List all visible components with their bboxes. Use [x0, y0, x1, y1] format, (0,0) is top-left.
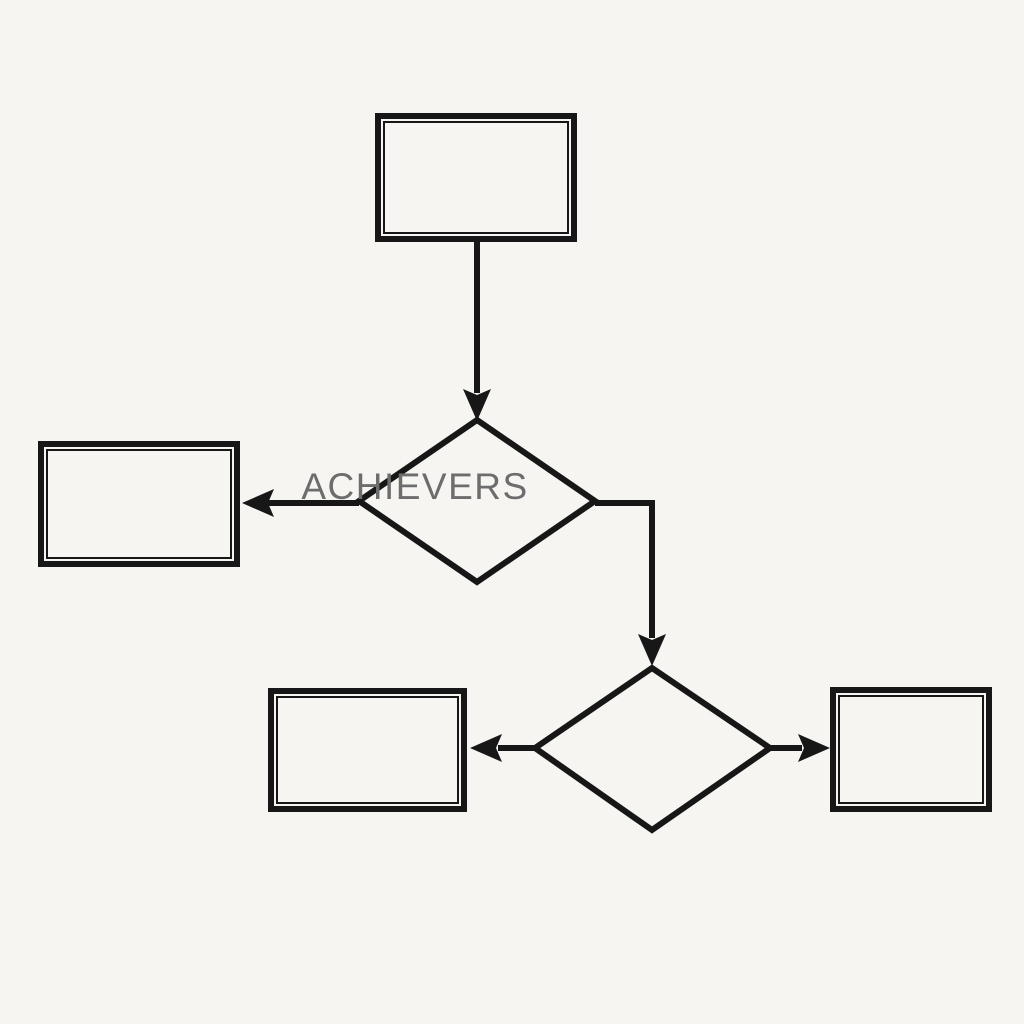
arrowhead-down-icon	[638, 634, 666, 666]
bottom-right-process-inner-border	[838, 695, 984, 804]
edge-decision1-to-decision2	[595, 500, 666, 666]
arrowhead-left-icon	[242, 489, 274, 517]
top-process-inner-border	[383, 121, 569, 234]
arrowhead-down-icon	[463, 389, 491, 421]
top-process-outer-border	[375, 113, 577, 242]
edge-top-to-decision1	[463, 240, 491, 421]
node-bottom-left-process	[268, 688, 467, 812]
node-decision-2	[529, 664, 776, 834]
edge-decision2-to-bottomleft	[470, 734, 535, 762]
arrowhead-left-icon	[470, 734, 502, 762]
left-process-outer-border	[38, 441, 240, 567]
bottom-left-process-inner-border	[276, 696, 459, 804]
node-top-process	[375, 113, 577, 242]
node-decision-1	[353, 416, 601, 586]
edge-decision1-to-left	[242, 489, 359, 517]
bottom-left-process-outer-border	[268, 688, 467, 812]
left-process-inner-border	[46, 449, 232, 559]
node-left-process	[38, 441, 240, 567]
arrowhead-right-icon	[798, 734, 830, 762]
watermark-text: ACHIEVERS	[301, 466, 528, 507]
node-bottom-right-process	[830, 687, 992, 812]
edge-decision2-to-bottomright	[770, 734, 830, 762]
edge-decision1-to-decision2-line	[595, 500, 655, 638]
bottom-right-process-outer-border	[830, 687, 992, 812]
